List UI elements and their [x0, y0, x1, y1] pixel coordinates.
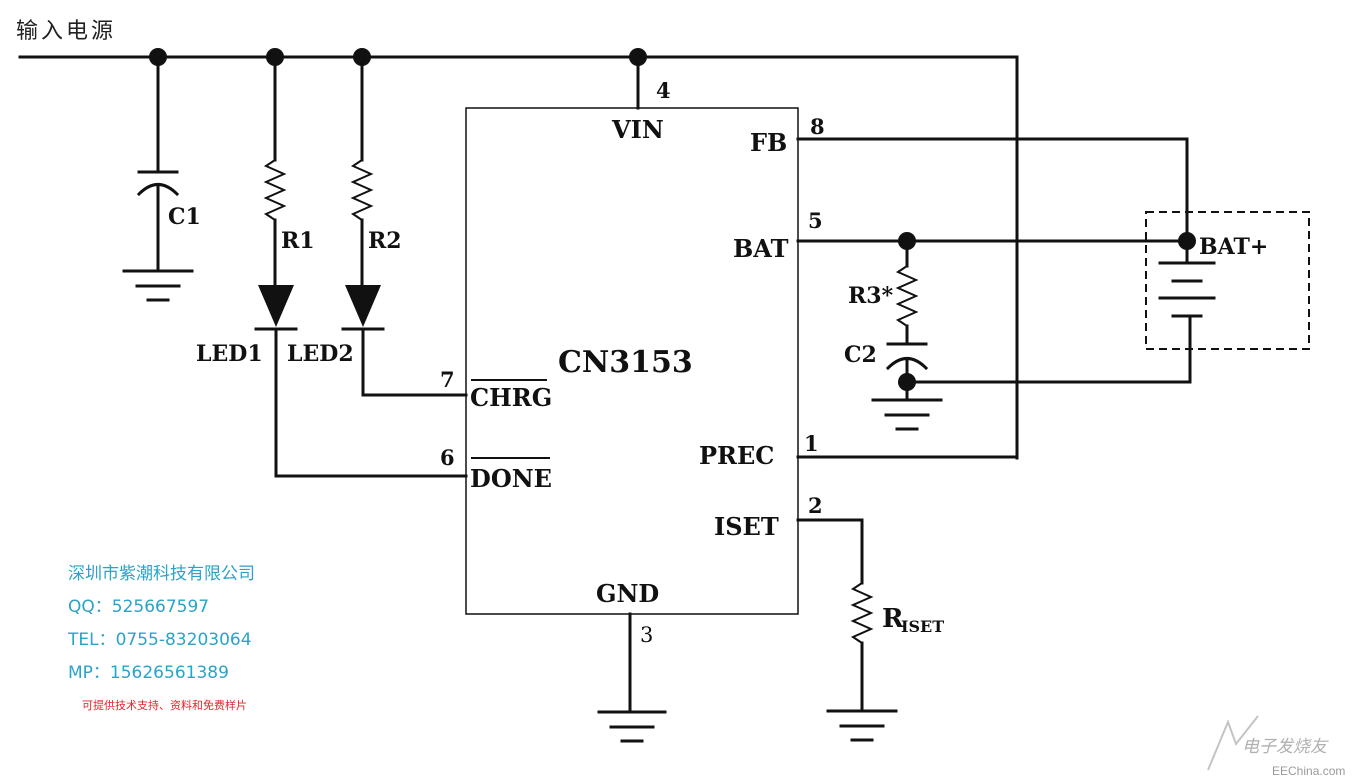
watermark-site: EEChina.com: [1272, 764, 1345, 778]
resistor-r1: [263, 55, 287, 287]
ground-ic-icon: [597, 710, 667, 743]
fb-wire: [796, 137, 1189, 242]
pin-label-chrg: CHRG: [470, 383, 552, 412]
riset-subscript: ISET: [901, 617, 944, 636]
led1-label: LED1: [196, 341, 263, 367]
pin-number-vin: 4: [656, 78, 671, 103]
contact-mp: MP：15626561389: [68, 663, 229, 683]
ground-riset-icon: [826, 709, 898, 742]
pin-number-bat: 5: [808, 208, 823, 233]
company-name: 深圳市紫潮科技有限公司: [68, 564, 255, 584]
led2-diode-icon: [341, 285, 468, 397]
pin-label-done: DONE: [470, 464, 552, 493]
junction-c1: [149, 48, 167, 66]
pin-number-fb: 8: [810, 114, 825, 139]
pin-number-done: 6: [440, 445, 455, 470]
junction-r2: [353, 48, 371, 66]
c2-label: C2: [844, 342, 877, 368]
pin-number-chrg: 7: [440, 367, 455, 392]
contact-tel: TEL：0755-83203064: [68, 630, 252, 650]
ground-c1-icon: [122, 269, 194, 302]
pin-label-vin: VIN: [611, 115, 664, 144]
c1-label: C1: [168, 204, 201, 230]
pin-label-fb: FB: [750, 128, 787, 157]
battery-outline: [1145, 211, 1310, 350]
r3-label: R3*: [848, 283, 894, 309]
battery-icon: [1158, 239, 1216, 318]
input-power-label: 输入电源: [16, 19, 116, 44]
contact-qq: QQ：525667597: [68, 597, 210, 617]
r2-label: R2: [368, 228, 402, 254]
pin-number-prec: 1: [804, 431, 819, 456]
pin-number-gnd: 3: [640, 623, 653, 647]
pin-label-prec: PREC: [699, 441, 774, 470]
pin-label-iset: ISET: [714, 512, 779, 541]
battery-label: BAT+: [1199, 234, 1268, 260]
resistor-r2: [350, 55, 374, 287]
pin-label-gnd: GND: [596, 579, 659, 608]
led1-diode-icon: [254, 285, 468, 478]
resistor-r3: [895, 239, 919, 345]
led2-label: LED2: [287, 341, 354, 367]
ground-c2-icon: [871, 398, 943, 431]
capacitor-c1: [136, 55, 180, 272]
ic-body: [465, 107, 799, 615]
r1-label: R1: [281, 228, 315, 254]
input-power-rail: [18, 55, 1019, 460]
watermark-brand: 电子发烧友: [1242, 737, 1329, 757]
watermark: 电子发烧友 EEChina.com: [1207, 715, 1345, 778]
support-note: 可提供技术支持、资料和免费样片: [82, 699, 247, 712]
ic-name: CN3153: [558, 345, 693, 380]
pin-label-bat: BAT: [733, 234, 789, 263]
riset-label: R: [882, 604, 904, 634]
pin-number-iset: 2: [808, 493, 823, 518]
resistor-riset: [796, 518, 874, 712]
junction-r1: [266, 48, 284, 66]
